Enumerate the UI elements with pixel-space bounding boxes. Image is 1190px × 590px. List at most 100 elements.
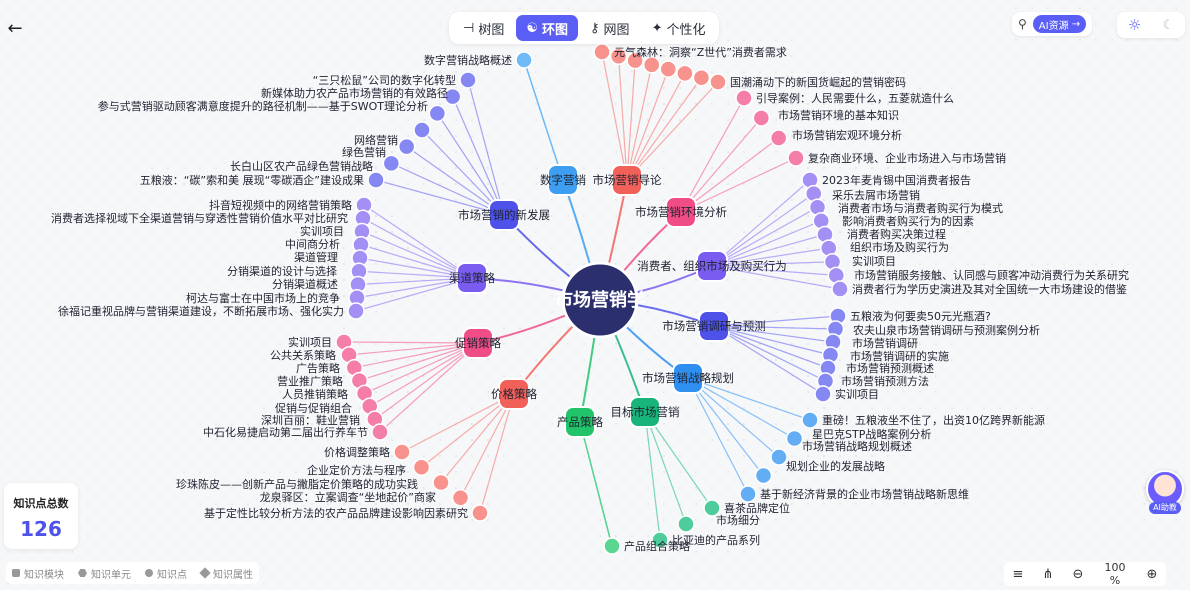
knowledge-point-node[interactable] [677, 515, 695, 533]
module-shape [696, 250, 728, 282]
legend-unit[interactable]: 知识单元 [78, 566, 131, 581]
knowledge-point-label: 分销渠道的设计与选择 [227, 264, 337, 278]
knowledge-module-node[interactable]: 目标市场营销 [611, 396, 680, 428]
knowledge-point-node[interactable] [642, 56, 661, 74]
legend-attribute[interactable]: 知识属性 [199, 566, 253, 581]
knowledge-point-node[interactable] [752, 109, 771, 127]
knowledge-module-node[interactable]: 渠道策略 [449, 262, 495, 294]
knowledge-point-label: “三只松鼠”公司的数字化转型 [313, 73, 456, 87]
custom-view-tab[interactable]: ✦ 个性化 [642, 15, 716, 41]
knowledge-point-node[interactable] [393, 443, 411, 461]
module-shape [698, 310, 730, 342]
knowledge-point-label: 市场营销宏观环境分析 [792, 128, 902, 142]
knowledge-point-node[interactable] [676, 64, 694, 83]
tree-view-tab[interactable]: ⊣ 树图 [453, 15, 514, 41]
knowledge-point-node[interactable] [371, 423, 389, 441]
knowledge-point-node[interactable] [609, 47, 628, 66]
knowledge-point-node[interactable] [739, 485, 757, 503]
knowledge-point-node[interactable] [443, 87, 462, 106]
knowledge-point-node[interactable] [413, 121, 431, 139]
knowledge-module-node[interactable]: 市场营销导论 [593, 164, 662, 196]
knowledge-point-node[interactable] [412, 458, 431, 476]
network-icon: ⚷ [590, 20, 600, 36]
knowledge-point-node[interactable] [735, 89, 753, 107]
knowledge-point-label: 广告策略 [296, 361, 340, 375]
knowledge-point-node[interactable] [397, 137, 416, 156]
module-branch: 2023年麦肯锡中国消费者报告采乐去屑市场营销消费者市场与消费者购买行为模式影响… [599, 171, 1129, 301]
module-shape [564, 406, 596, 438]
knowledge-point-node[interactable] [651, 531, 669, 549]
knowledge-point-node[interactable] [769, 129, 788, 147]
network-view-tab[interactable]: ⚷ 网图 [580, 15, 640, 41]
root-circle [561, 261, 639, 339]
module-label: 数字营销 [540, 173, 586, 187]
knowledge-point-node[interactable] [432, 473, 450, 492]
knowledge-point-node[interactable] [367, 171, 385, 189]
knowledge-point-label: 数字营销战略概述 [424, 53, 512, 67]
knowledge-point-node[interactable] [801, 411, 819, 429]
sun-icon[interactable]: ☼ [1127, 16, 1142, 34]
module-label: 渠道策略 [449, 271, 495, 285]
knowledge-point-node[interactable] [770, 448, 788, 466]
knowledge-module-node[interactable]: 消费者、组织市场及购买行为 [637, 250, 787, 282]
knowledge-module-node[interactable]: 数字营销 [540, 164, 586, 196]
knowledge-point-label: 消费者市场与消费者购买行为模式 [838, 201, 1003, 215]
knowledge-point-node[interactable] [593, 43, 611, 61]
knowledge-point-node[interactable] [626, 51, 644, 70]
back-button[interactable]: ← [4, 17, 26, 39]
zoom-out-icon[interactable]: ⊖ [1072, 566, 1084, 582]
root-node[interactable]: 市场营销学 [555, 261, 645, 339]
module-label: 市场营销导论 [593, 173, 662, 187]
knowledge-point-label: 五粮液：“碳”索和美 展现“零碳酒企”建设成果 [140, 173, 364, 187]
knowledge-point-label: 市场营销环境的基本知识 [778, 108, 899, 122]
knowledge-point-label: 元气森林：洞察“Z世代”消费者需求 [614, 45, 787, 59]
knowledge-point-label: 2023年麦肯锡中国消费者报告 [822, 173, 971, 187]
filter-icon[interactable]: ≡ [1012, 566, 1024, 582]
knowledge-point-node[interactable] [451, 489, 470, 507]
tree-icon: ⊣ [463, 20, 475, 36]
knowledge-point-node[interactable] [814, 385, 832, 403]
knowledge-point-node[interactable] [515, 51, 533, 69]
knowledge-point-node[interactable] [659, 60, 678, 78]
knowledge-point-label: 分销渠道概述 [272, 277, 338, 291]
moon-icon[interactable]: ☾ [1162, 17, 1175, 33]
knowledge-module-node[interactable]: 产品策略 [557, 406, 603, 438]
knowledge-module-node[interactable]: 促销策略 [455, 327, 501, 359]
knowledge-module-node[interactable]: 市场营销战略规划 [642, 362, 734, 394]
knowledge-module-node[interactable]: 市场营销环境分析 [635, 196, 727, 228]
leaf-edge [363, 204, 473, 279]
knowledge-point-label: 引导案例：人民需要什么，五菱就造什么 [756, 91, 954, 105]
knowledge-point-node[interactable] [703, 499, 721, 517]
zoom-toolbar: ≡ ⋔ ⊖ 100 % ⊕ [1004, 561, 1166, 587]
knowledge-point-node[interactable] [831, 280, 849, 298]
layout-icon[interactable]: ⋔ [1042, 566, 1054, 582]
zoom-in-icon[interactable]: ⊕ [1146, 566, 1158, 582]
ai-resource-button[interactable]: AI资源 → [1032, 15, 1087, 33]
knowledge-point-node[interactable] [709, 73, 727, 91]
knowledge-point-label: 市场营销服务接触、认同感与顾客冲动消费行为关系研究 [854, 268, 1129, 282]
knowledge-point-node[interactable] [382, 154, 401, 173]
search-icon[interactable]: ⚲ [1018, 17, 1027, 31]
ai-assistant-button[interactable]: AI助教 [1143, 470, 1187, 520]
knowledge-module-node[interactable]: 价格策略 [491, 378, 537, 410]
knowledge-point-node[interactable] [428, 104, 447, 123]
knowledge-point-node[interactable] [785, 429, 804, 448]
knowledge-point-node[interactable] [692, 68, 711, 87]
knowledge-point-label: 企业定价方法与程序 [307, 463, 406, 477]
legend-module[interactable]: 知识模块 [12, 566, 64, 581]
ring-view-tab[interactable]: ☯ 环图 [516, 15, 579, 41]
knowledge-point-label: 重磅！五粮液坐不住了，出资10亿跨界新能源 [822, 413, 1045, 427]
knowledge-point-node[interactable] [459, 71, 477, 89]
knowledge-point-node[interactable] [603, 537, 621, 555]
knowledge-point-node[interactable] [787, 149, 805, 167]
knowledge-point-node[interactable] [754, 466, 773, 485]
legend-point[interactable]: 知识点 [145, 566, 187, 581]
leaf-edge [523, 59, 564, 181]
theme-toggle[interactable]: ☼ ☾ [1117, 12, 1185, 38]
knowledge-module-node[interactable]: 市场营销调研与预测 [662, 310, 766, 342]
knowledge-point-label: 规划企业的发展战略 [786, 459, 885, 473]
knowledge-point-node[interactable] [471, 504, 489, 522]
knowledge-module-node[interactable]: 市场营销的新发展 [458, 199, 550, 231]
knowledge-point-node[interactable] [347, 302, 365, 320]
